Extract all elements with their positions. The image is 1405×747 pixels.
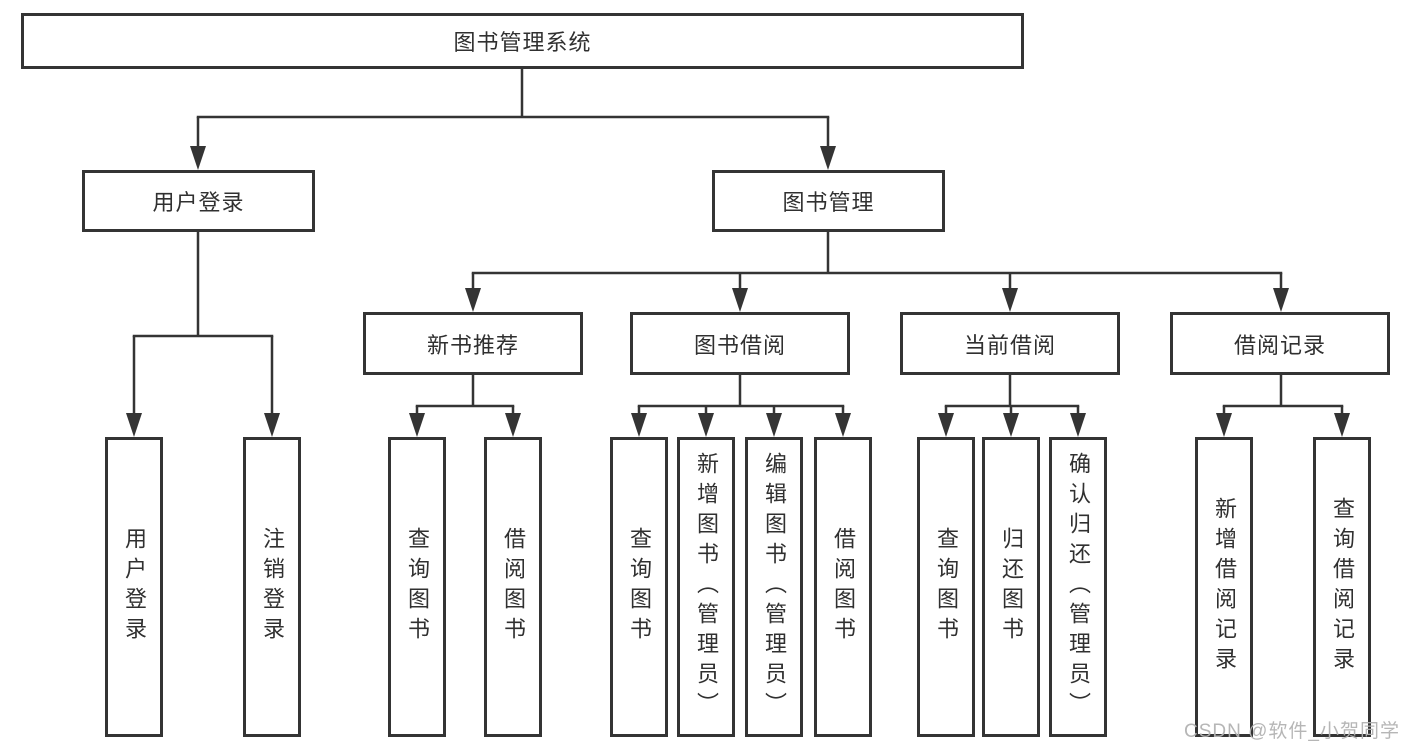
node-borrowing-records: 借阅记录 [1170, 312, 1390, 375]
leaf-query-books-recommend-label: 查询图书 [405, 527, 430, 647]
node-user-login: 用户登录 [82, 170, 315, 232]
leaf-add-books-admin-label: 新增图书（管理员） [694, 452, 719, 722]
leaf-borrow-books-recommend: 借阅图书 [484, 437, 542, 737]
node-library-system-label: 图书管理系统 [453, 30, 592, 55]
leaf-logout-label: 注销登录 [260, 527, 285, 647]
leaf-query-books-current: 查询图书 [917, 437, 975, 737]
leaf-add-borrow-record-label: 新增借阅记录 [1212, 497, 1237, 677]
node-book-management-label: 图书管理 [782, 190, 875, 215]
leaf-query-borrow-record-label: 查询借阅记录 [1330, 497, 1355, 677]
leaf-user-login: 用户登录 [105, 437, 163, 737]
node-user-login-label: 用户登录 [152, 190, 245, 215]
node-current-borrowing-label: 当前借阅 [963, 332, 1056, 358]
leaf-confirm-return-admin-label: 确认归还（管理员） [1066, 452, 1091, 722]
leaf-add-books-admin: 新增图书（管理员） [677, 437, 735, 737]
leaf-user-login-label: 用户登录 [122, 527, 147, 647]
leaf-edit-books-admin-label: 编辑图书（管理员） [762, 452, 787, 722]
node-borrowing-records-label: 借阅记录 [1233, 332, 1326, 358]
leaf-borrow-books-label: 借阅图书 [831, 527, 856, 647]
csdn-watermark: CSDN @软件_小贺同学 [1184, 721, 1400, 742]
node-library-system: 图书管理系统 [21, 13, 1024, 69]
leaf-add-borrow-record: 新增借阅记录 [1195, 437, 1253, 737]
node-new-book-recommend: 新书推荐 [363, 312, 583, 375]
leaf-query-books-borrowing-label: 查询图书 [627, 527, 652, 647]
leaf-query-books-current-label: 查询图书 [934, 527, 959, 647]
leaf-query-books-recommend: 查询图书 [388, 437, 446, 737]
node-book-borrowing: 图书借阅 [630, 312, 850, 375]
leaf-borrow-books: 借阅图书 [814, 437, 872, 737]
leaf-query-books-borrowing: 查询图书 [610, 437, 668, 737]
leaf-return-books-label: 归还图书 [999, 527, 1024, 647]
leaf-logout: 注销登录 [243, 437, 301, 737]
node-new-book-recommend-label: 新书推荐 [426, 332, 519, 358]
leaf-query-borrow-record: 查询借阅记录 [1313, 437, 1371, 737]
node-book-management: 图书管理 [712, 170, 945, 232]
node-current-borrowing: 当前借阅 [900, 312, 1120, 375]
node-book-borrowing-label: 图书借阅 [693, 332, 786, 358]
leaf-edit-books-admin: 编辑图书（管理员） [745, 437, 803, 737]
leaf-return-books: 归还图书 [982, 437, 1040, 737]
leaf-borrow-books-recommend-label: 借阅图书 [501, 527, 526, 647]
leaf-confirm-return-admin: 确认归还（管理员） [1049, 437, 1107, 737]
